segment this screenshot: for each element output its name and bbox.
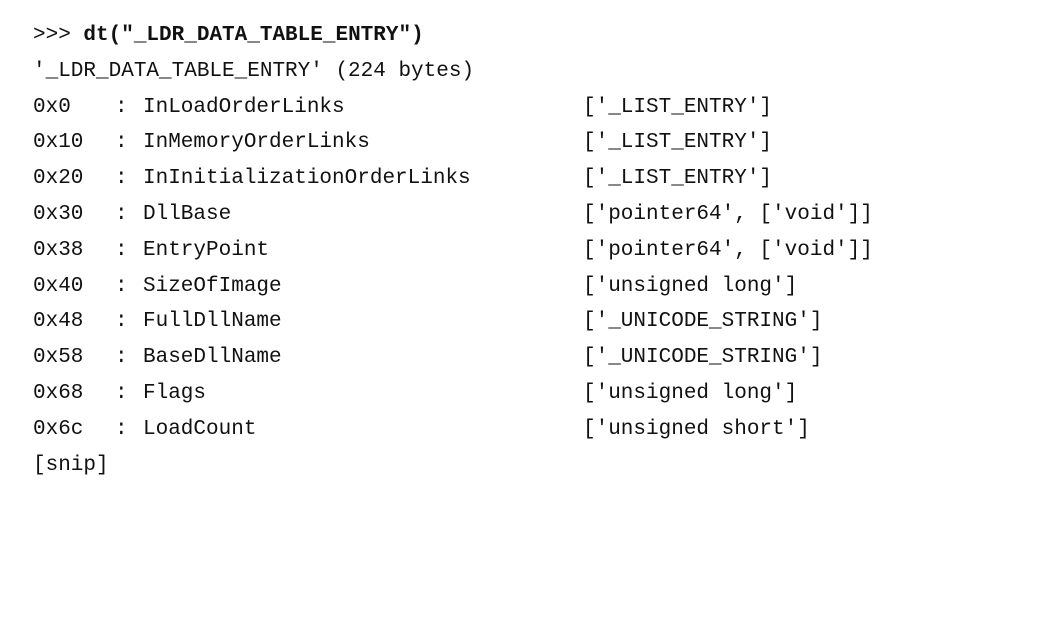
field-name: InMemoryOrderLinks xyxy=(143,131,370,155)
field-offset: 0x40 xyxy=(33,274,84,298)
field-name: InInitializationOrderLinks xyxy=(143,167,471,191)
code-listing: >>> dt("_LDR_DATA_TABLE_ENTRY") '_LDR_DA… xyxy=(33,18,1037,483)
command-line: >>> dt("_LDR_DATA_TABLE_ENTRY") xyxy=(33,18,1037,54)
field-separator: : xyxy=(115,131,128,155)
field-offset: 0x0 xyxy=(33,95,71,119)
snip-marker: [snip] xyxy=(33,453,109,477)
field-name: Flags xyxy=(143,381,207,405)
field-name: InLoadOrderLinks xyxy=(143,95,345,119)
field-row: 0x20 : InInitializationOrderLinks ['_LIS… xyxy=(33,161,1037,197)
field-separator: : xyxy=(115,274,128,298)
field-offset: 0x48 xyxy=(33,310,84,334)
field-offset: 0x20 xyxy=(33,167,84,191)
field-separator: : xyxy=(115,346,128,370)
field-name: EntryPoint xyxy=(143,238,270,262)
field-separator: : xyxy=(115,95,128,119)
field-name: LoadCount xyxy=(143,417,257,441)
field-offset: 0x10 xyxy=(33,131,84,155)
field-separator: : xyxy=(115,417,128,441)
field-row: 0x30 : DllBase ['pointer64', ['void']] xyxy=(33,197,1037,233)
field-offset: 0x68 xyxy=(33,381,84,405)
field-type: ['unsigned long'] xyxy=(583,274,798,298)
field-type: ['_UNICODE_STRING'] xyxy=(583,346,823,370)
field-type: ['pointer64', ['void']] xyxy=(583,238,873,262)
field-row: 0x58 : BaseDllName ['_UNICODE_STRING'] xyxy=(33,340,1037,376)
field-type: ['unsigned long'] xyxy=(583,381,798,405)
field-offset: 0x38 xyxy=(33,238,84,262)
shell-prompt: >>> xyxy=(33,24,71,47)
field-row: 0x48 : FullDllName ['_UNICODE_STRING'] xyxy=(33,304,1037,340)
field-name: BaseDllName xyxy=(143,346,282,370)
field-row: 0x68 : Flags ['unsigned long'] xyxy=(33,376,1037,412)
field-row: 0x38 : EntryPoint ['pointer64', ['void']… xyxy=(33,233,1037,269)
field-type: ['unsigned short'] xyxy=(583,417,810,441)
field-type: ['_UNICODE_STRING'] xyxy=(583,310,823,334)
field-name: FullDllName xyxy=(143,310,282,334)
field-offset: 0x6c xyxy=(33,417,84,441)
command-text: dt("_LDR_DATA_TABLE_ENTRY") xyxy=(83,24,424,47)
field-offset: 0x30 xyxy=(33,202,84,226)
field-type: ['_LIST_ENTRY'] xyxy=(583,131,773,155)
field-type: ['_LIST_ENTRY'] xyxy=(583,167,773,191)
field-separator: : xyxy=(115,310,128,334)
field-offset: 0x58 xyxy=(33,346,84,370)
field-name: SizeOfImage xyxy=(143,274,282,298)
struct-header: '_LDR_DATA_TABLE_ENTRY' (224 bytes) xyxy=(33,59,475,83)
field-separator: : xyxy=(115,202,128,226)
field-separator: : xyxy=(115,381,128,405)
field-separator: : xyxy=(115,238,128,262)
field-name: DllBase xyxy=(143,202,232,226)
field-row: 0x6c : LoadCount ['unsigned short'] xyxy=(33,412,1037,448)
field-row: 0x10 : InMemoryOrderLinks ['_LIST_ENTRY'… xyxy=(33,125,1037,161)
field-type: ['_LIST_ENTRY'] xyxy=(583,95,773,119)
field-type: ['pointer64', ['void']] xyxy=(583,202,873,226)
field-separator: : xyxy=(115,167,128,191)
field-row: 0x40 : SizeOfImage ['unsigned long'] xyxy=(33,269,1037,305)
field-row: 0x0 : InLoadOrderLinks ['_LIST_ENTRY'] xyxy=(33,90,1037,126)
